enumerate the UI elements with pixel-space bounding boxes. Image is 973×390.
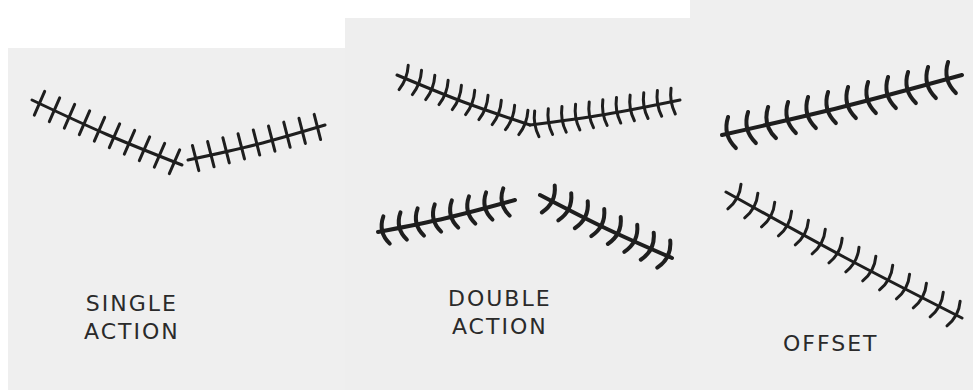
stitch-tick [946, 62, 956, 93]
stitch-tick [913, 283, 926, 308]
stitch-tick [726, 117, 736, 148]
stitch-tick [766, 107, 776, 138]
stitch-tick [399, 65, 408, 89]
stitch-tick [64, 104, 74, 128]
stitch-tick [484, 192, 492, 219]
stitch-tick [399, 212, 407, 239]
stitch-tick [906, 72, 916, 103]
stitch-tick [208, 142, 214, 167]
stitch-tick [314, 114, 320, 139]
stitch-tick [930, 292, 943, 317]
stitch-tick [624, 225, 637, 252]
stitch-label: OFFSET [783, 330, 879, 358]
stitch-tick [34, 91, 44, 115]
stitch-tick [223, 138, 229, 163]
stitch-tick [575, 201, 588, 228]
stitch-tick [812, 229, 825, 254]
stitch-tick [49, 98, 59, 122]
stitch-tick [94, 117, 104, 141]
stitch-tick [880, 265, 893, 290]
stitch-tick [602, 100, 607, 126]
stitch-tick [630, 95, 635, 121]
stitch-tick [109, 124, 119, 148]
stitch-tick [643, 93, 648, 119]
stitch-tick [519, 110, 528, 134]
stitch-tick [846, 247, 859, 272]
stitch-tick [426, 75, 435, 99]
stitch-tick [433, 204, 441, 231]
stitch-tick [745, 193, 758, 218]
stitch-tick [269, 126, 275, 151]
stitch-tick [575, 104, 580, 130]
seam-line [397, 75, 530, 125]
stitch-tick [382, 216, 390, 243]
stitch-tick [806, 97, 816, 128]
stitch-label: DOUBLE ACTION [448, 285, 552, 340]
stitch-tick [192, 145, 198, 170]
stitch-tick [253, 130, 259, 155]
stitch-tick [154, 143, 164, 167]
stitch-tick [786, 102, 796, 133]
stitch-tick [947, 301, 960, 326]
stitch-tick [466, 90, 475, 114]
stitch-tick [896, 274, 909, 299]
stitch-tick [762, 202, 775, 227]
stitch-tick [608, 217, 621, 244]
panel [690, 0, 973, 390]
stitch-tick [728, 184, 741, 209]
panel [8, 48, 345, 390]
stitch-tick [467, 196, 475, 223]
stitch-tick [846, 87, 856, 118]
stitch-tick [795, 220, 808, 245]
stitch-tick [829, 238, 842, 263]
stitch-tick [501, 188, 509, 215]
stitch-tick [657, 91, 662, 117]
stitch-tick [299, 118, 305, 143]
stitch-tick [452, 85, 461, 109]
stitch-tick [746, 112, 756, 143]
panel [345, 18, 690, 390]
stitch-tick [284, 122, 290, 147]
stitch-tick [558, 193, 571, 220]
stitch-tick [548, 109, 553, 135]
stitch-tick [589, 102, 594, 128]
stitch-tick [886, 77, 896, 108]
seam-line [726, 192, 962, 318]
stitch-tick [863, 256, 876, 281]
stitch-tick [657, 241, 670, 268]
stitch-tick [866, 82, 876, 113]
stitch-tick [616, 97, 621, 123]
stitch-tick [542, 185, 555, 212]
stitch-tick [416, 208, 424, 235]
stitch-tick [450, 200, 458, 227]
stitch-tick [534, 111, 539, 137]
stitch-tick [439, 80, 448, 104]
stitch-tick [505, 105, 514, 129]
stitch-tick [641, 233, 654, 260]
stitch-tick [124, 130, 134, 154]
stitch-tick [169, 150, 179, 174]
stitch-tick [826, 92, 836, 123]
stitch-tick [562, 106, 567, 132]
stitch-tick [671, 88, 676, 114]
stitch-label: SINGLE ACTION [84, 290, 180, 345]
stitch-tick [412, 70, 421, 94]
stitch-tick [139, 137, 149, 161]
stitch-tick [778, 211, 791, 236]
stitch-tick [79, 111, 89, 135]
stitch-tick [926, 67, 936, 98]
stitch-tick [479, 95, 488, 119]
stitch-tick [591, 209, 604, 236]
stitch-tick [238, 134, 244, 159]
stitch-tick [492, 100, 501, 124]
